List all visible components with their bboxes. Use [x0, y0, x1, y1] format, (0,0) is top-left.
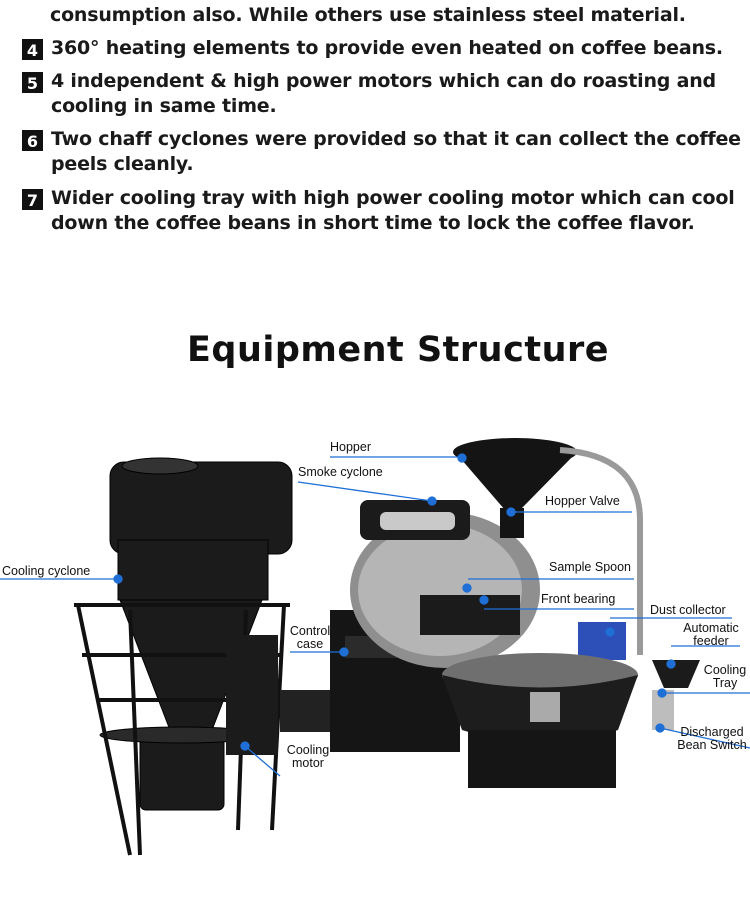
label-cooling-cyclone: Cooling cyclone [2, 564, 91, 578]
equipment-diagram: Hopper Smoke cyclone Hopper Valve Coolin… [0, 400, 750, 908]
label-cooling-tray: Cooling Tray [703, 663, 747, 690]
dust-collector-shape [578, 622, 626, 660]
bean-switch-shape [652, 690, 674, 730]
feature-text: Two chaff cyclones were provided so that… [51, 128, 741, 175]
cooling-motor-shape [226, 635, 278, 755]
label-dust-collector: Dust collector [650, 603, 726, 617]
label-control-case: Control case [289, 624, 331, 651]
label-sample-spoon: Sample Spoon [549, 560, 632, 574]
label-hopper-valve: Hopper Valve [545, 494, 620, 508]
automatic-feeder-shape [652, 660, 700, 688]
label-automatic-feeder: Automatic feeder [683, 621, 739, 648]
number-badge: 4 [22, 39, 43, 60]
roaster-body-shape [330, 500, 540, 752]
feature-text: 4 independent & high power motors which … [51, 70, 716, 117]
feature-text: 360° heating elements to provide even he… [51, 37, 723, 59]
number-badge: 6 [22, 130, 43, 151]
number-badge: 7 [22, 189, 43, 210]
cooling-cyclone-shape [99, 457, 293, 811]
feature-text: Wider cooling tray with high power cooli… [51, 187, 735, 234]
label-hopper: Hopper [330, 440, 371, 454]
label-cooling-motor: Cooling motor [286, 743, 330, 770]
label-smoke-cyclone: Smoke cyclone [298, 465, 383, 479]
feature-text-cut: consumption also. While others use stain… [50, 4, 686, 26]
leader-lines [0, 453, 750, 777]
label-discharged-bean-switch: Discharged Bean Switch [677, 725, 747, 752]
feeder-pipe-shape [559, 447, 643, 655]
coffee-roaster-illustration [0, 438, 750, 856]
cooling-tray-shape [442, 653, 638, 788]
section-title: Equipment Structure [187, 330, 609, 370]
number-badge: 5 [22, 72, 43, 93]
hopper-shape [453, 438, 577, 538]
label-front-bearing: Front bearing [541, 592, 616, 606]
